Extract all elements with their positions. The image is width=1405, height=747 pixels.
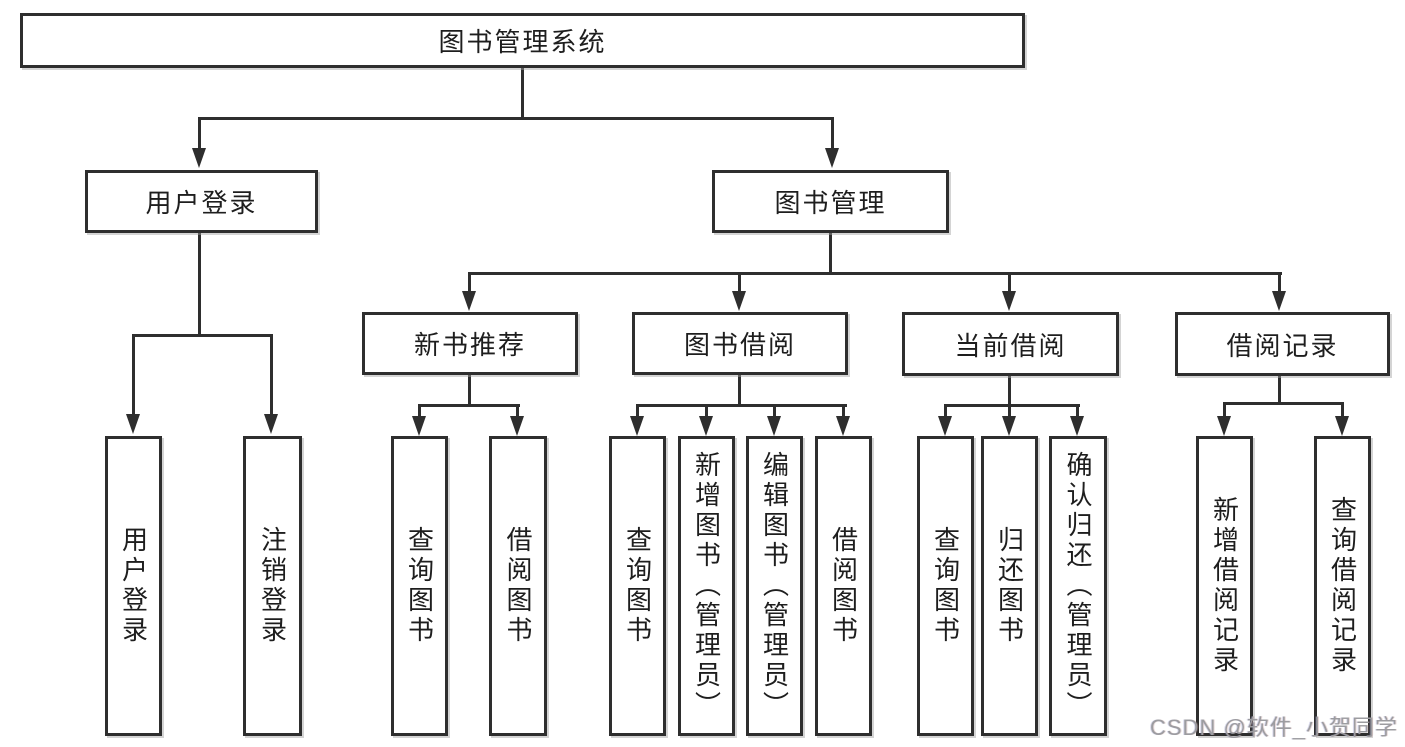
node-return-books: 归还图书 [981,436,1038,736]
connector-vline [418,404,421,418]
connector-vline [270,334,273,416]
arrowhead-down-icon [510,416,524,436]
connector-vline [636,404,639,418]
connector-hline [198,117,834,120]
node-confirm-return-admin: 确认归还（管理员） [1049,436,1107,736]
node-query-borrow-record: 查询借阅记录 [1314,436,1371,736]
connector-vline [198,117,201,150]
node-user-login-action: 用户登录 [105,436,162,736]
connector-hline [418,404,520,407]
node-borrowing-records: 借阅记录 [1175,312,1390,376]
arrowhead-down-icon [1335,416,1349,436]
node-new-book-recommendation: 新书推荐 [362,312,578,375]
arrowhead-down-icon [1002,291,1016,311]
node-query-books-recommend: 查询图书 [391,436,448,736]
node-user-login: 用户登录 [85,170,318,233]
connector-vline [829,232,832,274]
connector-vline [1008,404,1011,418]
node-logout-action: 注销登录 [243,436,302,736]
node-library-system: 图书管理系统 [20,13,1025,68]
arrowhead-down-icon [699,416,713,436]
arrowhead-down-icon [126,414,140,434]
connector-vline [842,404,845,418]
connector-vline [521,68,524,119]
connector-vline [1223,402,1226,418]
connector-vline [705,404,708,418]
arrowhead-down-icon [836,416,850,436]
node-book-borrowing: 图书借阅 [632,312,848,375]
connector-vline [831,117,834,150]
arrowhead-down-icon [192,148,206,168]
connector-vline [773,404,776,418]
connector-vline [468,272,471,292]
connector-vline [1278,272,1281,292]
connector-vline [1278,374,1281,404]
connector-hline [944,404,1080,407]
connector-vline [738,374,741,406]
arrowhead-down-icon [825,148,839,168]
connector-vline [944,404,947,418]
watermark: CSDN @软件_小贺同学 [1150,715,1399,740]
connector-vline [516,404,519,418]
connector-hline [1223,402,1344,405]
connector-vline [1076,404,1079,418]
arrowhead-down-icon [732,291,746,311]
node-book-management: 图书管理 [712,170,949,233]
connector-vline [468,374,471,406]
connector-hline [468,272,1282,275]
arrowhead-down-icon [1002,416,1016,436]
connector-hline [132,334,273,337]
node-current-borrowing: 当前借阅 [902,312,1119,376]
arrowhead-down-icon [412,416,426,436]
connector-vline [1008,272,1011,292]
connector-vline [198,232,201,336]
node-borrow-books-action: 借阅图书 [815,436,872,736]
arrowhead-down-icon [1217,416,1231,436]
connector-vline [132,334,135,416]
arrowhead-down-icon [767,416,781,436]
arrowhead-down-icon [938,416,952,436]
node-add-books-admin: 新增图书（管理员） [678,436,735,736]
arrowhead-down-icon [1070,416,1084,436]
arrowhead-down-icon [1272,291,1286,311]
arrowhead-down-icon [630,416,644,436]
node-query-books-borrowing: 查询图书 [609,436,666,736]
node-query-books-current: 查询图书 [917,436,974,736]
connector-vline [1341,402,1344,418]
connector-vline [738,272,741,292]
arrowhead-down-icon [462,291,476,311]
connector-vline [1008,374,1011,406]
arrowhead-down-icon [264,414,278,434]
node-add-borrow-record: 新增借阅记录 [1196,436,1253,736]
connector-hline [636,404,847,407]
node-borrow-books-recommend: 借阅图书 [489,436,547,736]
node-edit-books-admin: 编辑图书（管理员） [746,436,803,736]
